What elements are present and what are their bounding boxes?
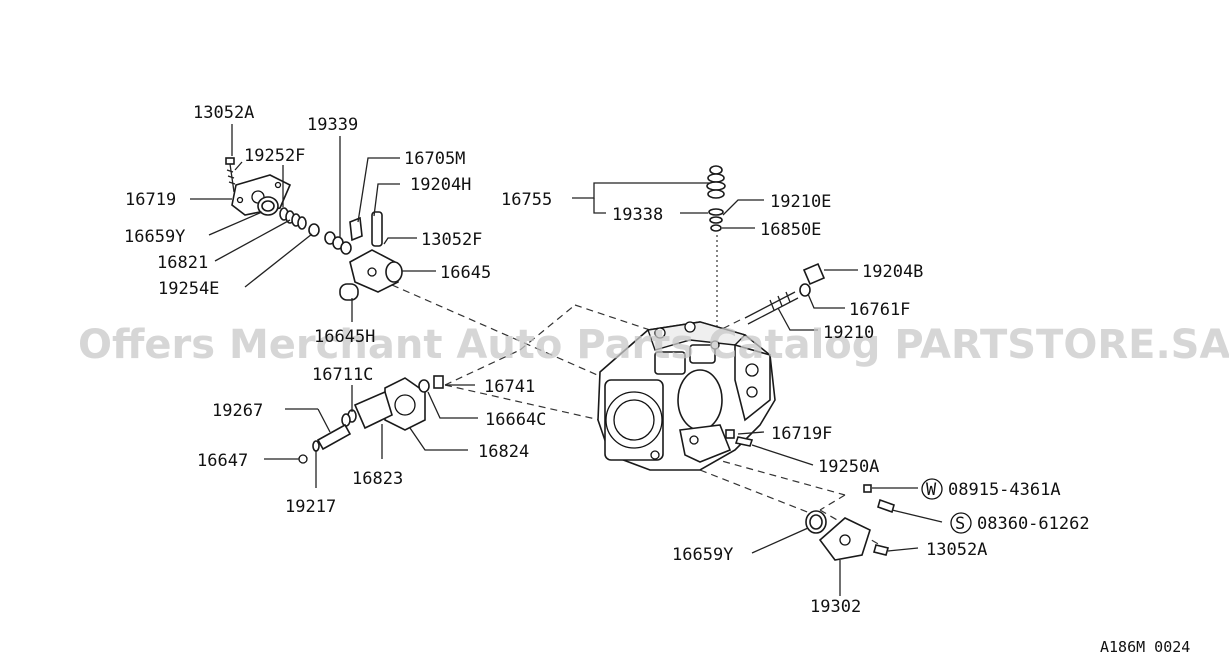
- callout-19252F: 19252F: [244, 146, 305, 166]
- callout-19254E: 19254E: [158, 279, 219, 299]
- callout-16719: 16719: [125, 190, 176, 210]
- callout-labels: 13052A 19339 19252F 16705M 19204H 16719 …: [124, 103, 1090, 617]
- callout-19217: 19217: [285, 497, 336, 517]
- callout-19267: 19267: [212, 401, 263, 421]
- leader-lines: [190, 124, 943, 596]
- lower-right-parts: [725, 429, 895, 561]
- callout-16821: 16821: [157, 253, 208, 273]
- w-symbol-circle: [921, 478, 943, 500]
- middle-left-assembly: [298, 375, 444, 464]
- callout-16645H: 16645H: [314, 327, 375, 347]
- callout-13052A-bottom: 13052A: [926, 540, 987, 560]
- s-symbol: S: [955, 514, 965, 534]
- callout-16824: 16824: [478, 442, 529, 462]
- callout-19302: 19302: [810, 597, 861, 617]
- upper-left-assembly: [225, 157, 403, 301]
- callout-19339: 19339: [307, 115, 358, 135]
- s-symbol-circle: [950, 512, 972, 534]
- callout-19338: 19338: [612, 205, 663, 225]
- callout-19204H: 19204H: [410, 175, 471, 195]
- callout-13052F: 13052F: [421, 230, 482, 250]
- callout-16761F: 16761F: [849, 300, 910, 320]
- callout-08360-61262: 08360-61262: [977, 514, 1090, 534]
- callout-08915-4361A: 08915-4361A: [948, 480, 1061, 500]
- callout-16659Y-top: 16659Y: [124, 227, 185, 247]
- callout-16823: 16823: [352, 469, 403, 489]
- callout-16711C: 16711C: [312, 365, 373, 385]
- circled-symbols: W S: [921, 478, 972, 534]
- watermark-text: Offers Merchant Auto Parts Catalog PARTS…: [78, 322, 1229, 368]
- callout-16755: 16755: [501, 190, 552, 210]
- callout-13052A-top: 13052A: [193, 103, 254, 123]
- callout-16719F: 16719F: [771, 424, 832, 444]
- callout-19204B: 19204B: [862, 262, 923, 282]
- callout-16645: 16645: [440, 263, 491, 283]
- callout-19210E: 19210E: [770, 192, 831, 212]
- diagram-reference-code: A186M 0024: [1100, 638, 1190, 656]
- callout-16659Y-bottom: 16659Y: [672, 545, 733, 565]
- upper-right-parts: [706, 165, 826, 325]
- callout-16741: 16741: [484, 377, 535, 397]
- callout-16647: 16647: [197, 451, 248, 471]
- callout-16664C: 16664C: [485, 410, 546, 430]
- callout-19210: 19210: [823, 323, 874, 343]
- w-symbol: W: [926, 480, 937, 500]
- callout-16850E: 16850E: [760, 220, 821, 240]
- callout-19250A: 19250A: [818, 457, 879, 477]
- callout-16705M: 16705M: [404, 149, 465, 169]
